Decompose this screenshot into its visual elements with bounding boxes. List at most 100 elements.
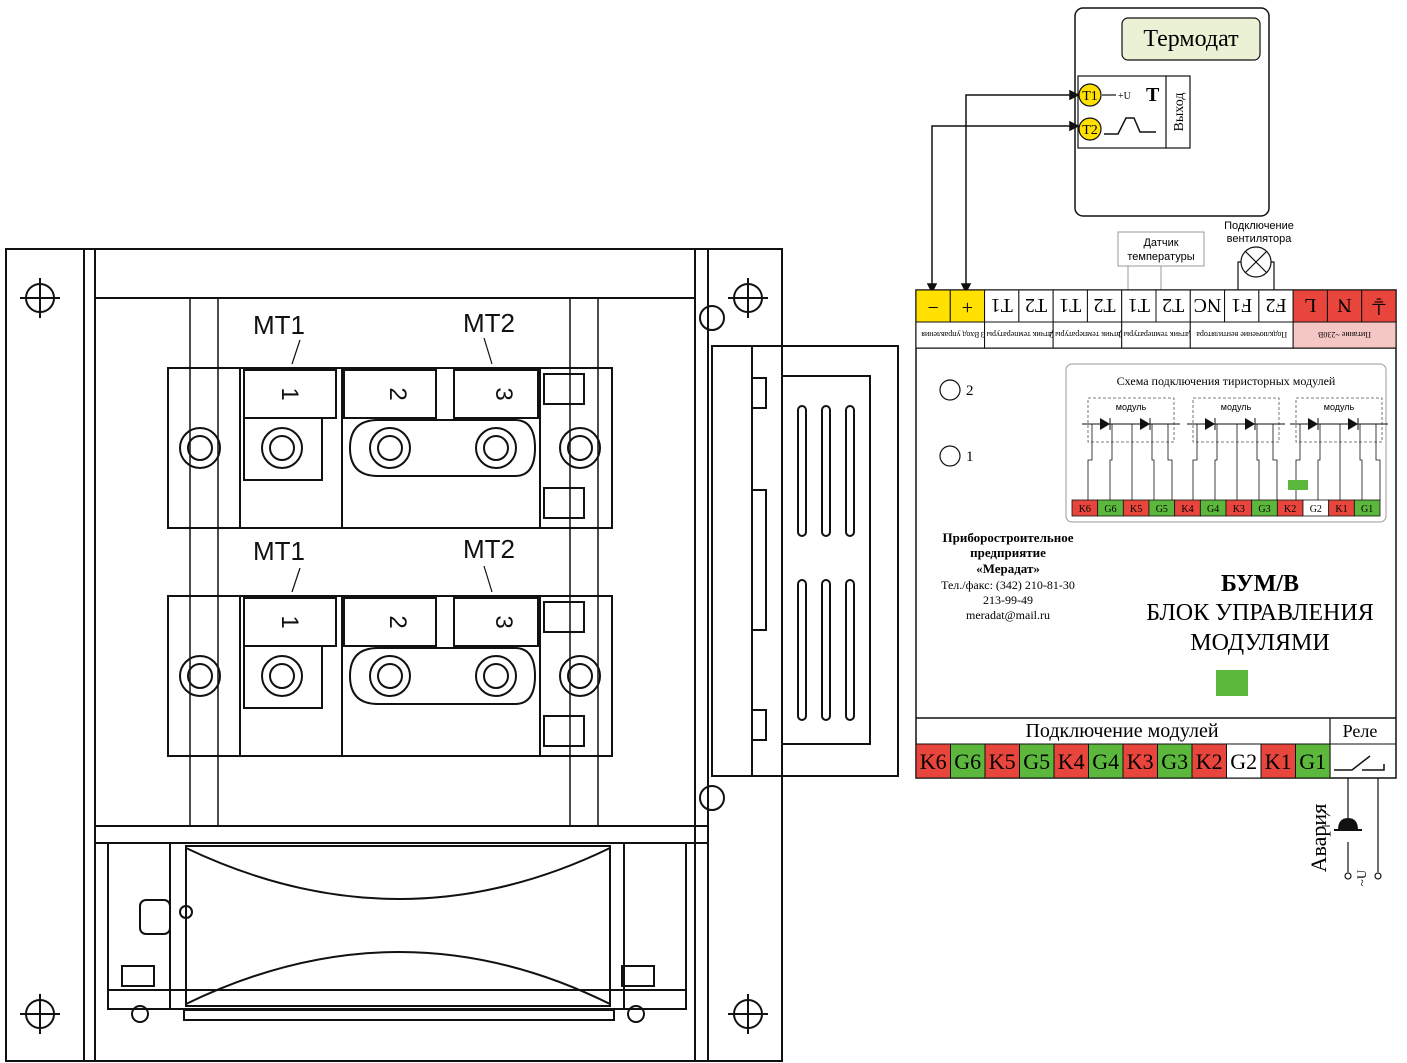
label-mt1-lower: MT1 — [253, 536, 305, 566]
scheme-terminal-label: G1 — [1361, 504, 1373, 515]
bottom-terminal-label: G1 — [1299, 749, 1326, 774]
bottom-terminal: K5 — [984, 743, 1020, 779]
top-group: Датчик температуры 1 — [1118, 321, 1194, 349]
bottom-terminal-label: K4 — [1058, 749, 1085, 774]
top-terminal: NC — [1189, 289, 1226, 323]
thyristor-icon — [1308, 418, 1318, 430]
thermostat-title: Термодат — [1143, 26, 1239, 52]
label-mt2-lower: MT2 — [463, 534, 515, 564]
top-terminal-label: T1 — [1059, 294, 1081, 316]
thermostat-output: Выход — [1172, 93, 1187, 132]
bottom-terminal-label: K1 — [1265, 749, 1292, 774]
top-terminal: F2 — [1258, 289, 1294, 323]
bottom-terminal: G6 — [950, 743, 986, 779]
bottom-terminal-label: K6 — [920, 749, 947, 774]
fan-callout-line2: вентилятора — [1227, 233, 1293, 245]
scheme-terminal-label: K3 — [1233, 504, 1245, 515]
sensor-callout-line1: Датчик — [1143, 237, 1178, 249]
top-terminal-label: T2 — [1093, 294, 1115, 316]
bottom-terminal: G4 — [1088, 743, 1124, 779]
indicator-2-label: 2 — [966, 383, 974, 399]
indicator-2-led — [939, 379, 961, 401]
top-group: Вход управления — [915, 321, 986, 349]
status-led — [1288, 480, 1308, 490]
scheme-terminal-label: K1 — [1335, 504, 1347, 515]
thermostat-t1: T1 — [1082, 89, 1098, 104]
mounting-drawing — [5, 248, 899, 1062]
bottom-terminal: K6 — [915, 743, 951, 779]
device-name-line1: БЛОК УПРАВЛЕНИЯ — [1146, 600, 1373, 626]
bottom-terminal-label: G4 — [1092, 749, 1119, 774]
top-terminal-label: N — [1337, 294, 1351, 316]
indicator-2: 2 — [939, 379, 974, 401]
company-email: meradat@mail.ru — [966, 608, 1050, 622]
top-terminal-label: T2 — [1162, 294, 1184, 316]
top-group: Датчик температуры 3 — [981, 321, 1057, 349]
mount-hole-icon — [728, 994, 768, 1034]
top-terminal: − — [915, 289, 951, 323]
thyristor-icon — [1100, 418, 1110, 430]
bottom-terminal: K4 — [1053, 743, 1089, 779]
top-terminal: T1 — [984, 289, 1020, 323]
thyristor-module-upper — [167, 367, 613, 529]
scheme-terminal: G1 — [1353, 499, 1381, 517]
scheme-terminal: G4 — [1199, 499, 1227, 517]
company-info: Приборостроительное предприятие «Мерадат… — [941, 530, 1075, 622]
scheme-terminal: K1 — [1328, 499, 1355, 517]
bottom-terminal: G3 — [1157, 743, 1193, 779]
scheme-module-label: модуль — [1221, 402, 1252, 412]
control-wires — [926, 89, 1080, 294]
scheme-terminal-label: G2 — [1310, 504, 1322, 515]
top-terminal-label: F1 — [1231, 294, 1252, 316]
top-terminal-label: T1 — [991, 294, 1013, 316]
bottom-terminal-label: K3 — [1127, 749, 1154, 774]
top-terminal: T2 — [1018, 289, 1054, 323]
modules-header: Подключение модулей — [1025, 720, 1218, 742]
indicator-1: 1 — [939, 445, 974, 467]
terminal-number-1: 1 — [276, 387, 303, 400]
company-phone2: 213-99-49 — [983, 593, 1033, 607]
bottom-terminal-label: G3 — [1161, 749, 1188, 774]
terminal-number-3: 3 — [490, 615, 517, 628]
top-terminal-label: + — [962, 297, 973, 319]
indicator-1-label: 1 — [966, 449, 974, 465]
thyristor-scheme: Схема подключения тиристорных модулей мо… — [1065, 363, 1388, 523]
alarm-bell-icon — [1322, 811, 1362, 831]
scheme-terminal-label: K4 — [1181, 504, 1193, 515]
alarm-label: Авария — [1306, 804, 1331, 873]
scheme-terminal: K5 — [1122, 499, 1150, 517]
scheme-terminal-label: G5 — [1156, 504, 1168, 515]
top-group: Датчик температуры 2 — [1049, 321, 1126, 349]
top-terminal: F1 — [1224, 289, 1260, 323]
thyristor-icon — [1245, 418, 1255, 430]
scheme-terminal-label: G6 — [1104, 504, 1116, 515]
thyristor-icon — [1348, 418, 1358, 430]
alarm-wiring — [1344, 778, 1382, 880]
device-model: БУМ/В — [1221, 571, 1299, 597]
device-name: БУМ/В БЛОК УПРАВЛЕНИЯ МОДУЛЯМИ — [1146, 571, 1373, 656]
scheme-terminal: G2 — [1302, 499, 1330, 517]
scheme-terminal: K3 — [1225, 499, 1253, 517]
scheme-terminal: G6 — [1097, 499, 1124, 517]
bottom-terminal-label: G6 — [954, 749, 981, 774]
fan-callout-line1: Подключение — [1224, 220, 1294, 232]
top-group: Подключение вентилятора — [1189, 321, 1294, 349]
thermostat-t-symbol: T — [1146, 84, 1160, 106]
sensor-callout-line2: температуры — [1127, 251, 1194, 263]
bottom-terminal: K1 — [1260, 743, 1296, 779]
scheme-terminal: G5 — [1148, 499, 1176, 517]
power-led — [1216, 670, 1248, 696]
scheme-module: модуль — [1082, 397, 1180, 500]
top-terminal-label: F2 — [1265, 294, 1286, 316]
bottom-terminal: G1 — [1295, 743, 1331, 779]
company-line3: «Мерадат» — [976, 561, 1040, 576]
top-group: Питание ~230В — [1292, 321, 1397, 349]
top-terminal-label: L — [1304, 294, 1316, 316]
scheme-terminal: K4 — [1174, 499, 1201, 517]
mount-hole-icon — [20, 994, 60, 1034]
thermostat: Термодат T1 T2 +U T Выход — [1074, 7, 1270, 217]
